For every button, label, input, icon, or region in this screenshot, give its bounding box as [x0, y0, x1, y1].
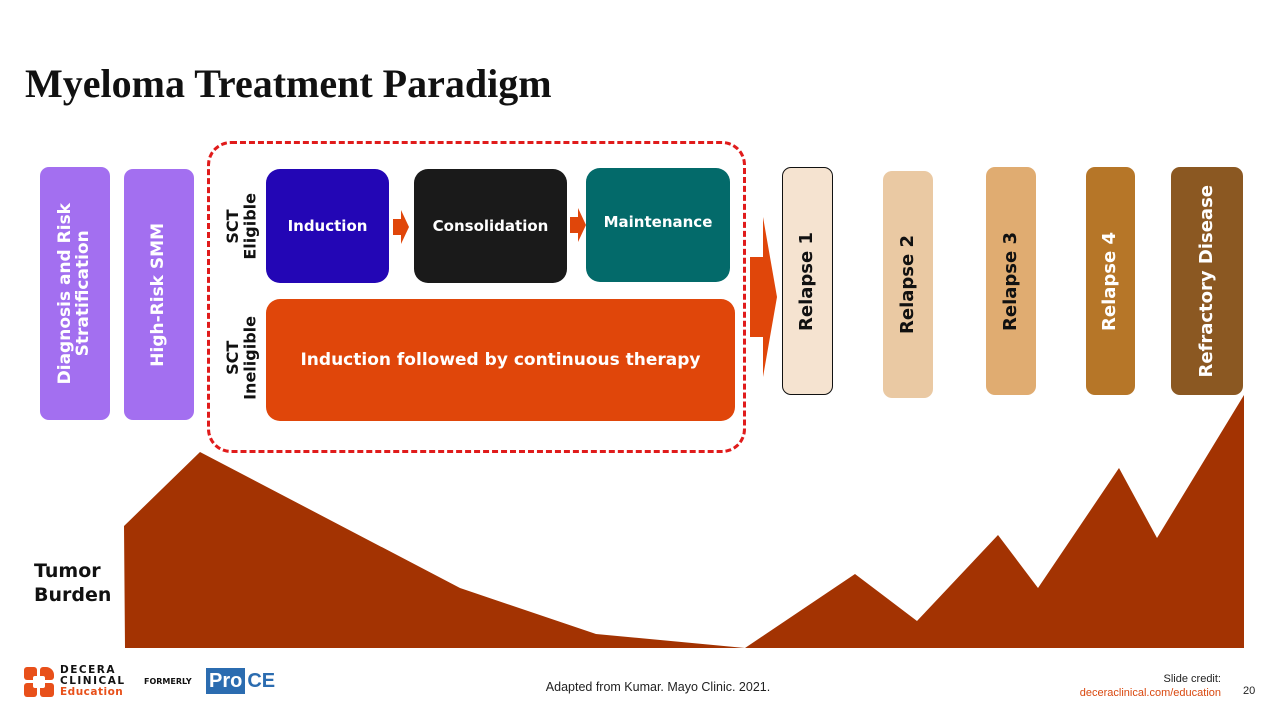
relapse-3-box: Relapse 3	[986, 167, 1036, 395]
maintenance-label: Maintenance	[603, 213, 713, 231]
decera-logo-icon	[24, 666, 54, 697]
proce-logo-pro: Pro	[206, 668, 246, 694]
slide-title: Myeloma Treatment Paradigm	[25, 61, 552, 106]
arrow-to-consolidation-icon	[393, 210, 409, 244]
relapse-2-label: Relapse 2	[896, 235, 918, 334]
decera-logo-text: DECERA CLINICAL Education	[60, 664, 126, 699]
maintenance-box: Maintenance	[586, 168, 730, 282]
formerly-label: FORMERLY	[144, 677, 192, 686]
logo-line-3: Education	[60, 686, 124, 699]
slide-credit: Slide credit: deceraclinical.com/educati…	[1080, 672, 1221, 701]
sct-eligible-label: SCT Eligible	[223, 192, 260, 260]
logo-line-1: DECERA	[60, 664, 116, 676]
induction-label: Induction	[287, 217, 368, 235]
proce-logo: Pro CE	[206, 668, 277, 694]
smm-stage-label: High-Risk SMM	[148, 222, 169, 367]
slide-credit-link[interactable]: deceraclinical.com/education	[1079, 687, 1221, 700]
decera-logo: DECERA CLINICAL Education	[24, 664, 126, 699]
relapse-1-label: Relapse 1	[796, 231, 818, 331]
page-number: 20	[1243, 685, 1256, 697]
diagnosis-stage-box: Diagnosis and Risk Stratification	[40, 167, 110, 420]
continuous-therapy-box: Induction followed by continuous therapy	[266, 299, 735, 421]
tumor-burden-shape	[124, 395, 1244, 648]
continuous-therapy-label: Induction followed by continuous therapy	[300, 350, 701, 370]
relapse-1-box: Relapse 1	[782, 167, 833, 395]
logo-line-2: CLINICAL	[60, 675, 126, 688]
footer-reference: Adapted from Kumar. Mayo Clinic. 2021.	[545, 680, 771, 694]
smm-stage-box: High-Risk SMM	[124, 169, 194, 420]
induction-box: Induction	[266, 169, 389, 283]
consolidation-label: Consolidation	[432, 217, 549, 235]
refractory-disease-box: Refractory Disease	[1171, 167, 1243, 395]
slide-credit-label: Slide credit:	[1163, 673, 1221, 685]
relapse-2-box: Relapse 2	[883, 171, 933, 398]
consolidation-box: Consolidation	[414, 169, 567, 283]
sct-ineligible-label-box: SCT Ineligible	[218, 303, 266, 413]
sct-eligible-label-box: SCT Eligible	[218, 172, 266, 280]
arrow-to-relapse-icon	[750, 217, 777, 377]
relapse-4-box: Relapse 4	[1086, 167, 1135, 395]
treatment-options-frame	[207, 141, 746, 453]
refractory-disease-label: Refractory Disease	[1195, 184, 1217, 378]
sct-ineligible-label: SCT Ineligible	[223, 316, 260, 400]
relapse-3-label: Relapse 3	[999, 231, 1021, 331]
diagnosis-stage-label: Diagnosis and Risk Stratification	[55, 202, 93, 385]
arrow-to-maintenance-icon	[570, 208, 586, 242]
tumor-burden-label: Tumor Burden	[34, 560, 112, 606]
proce-logo-ce: CE	[247, 670, 276, 692]
relapse-4-label: Relapse 4	[1099, 231, 1121, 331]
